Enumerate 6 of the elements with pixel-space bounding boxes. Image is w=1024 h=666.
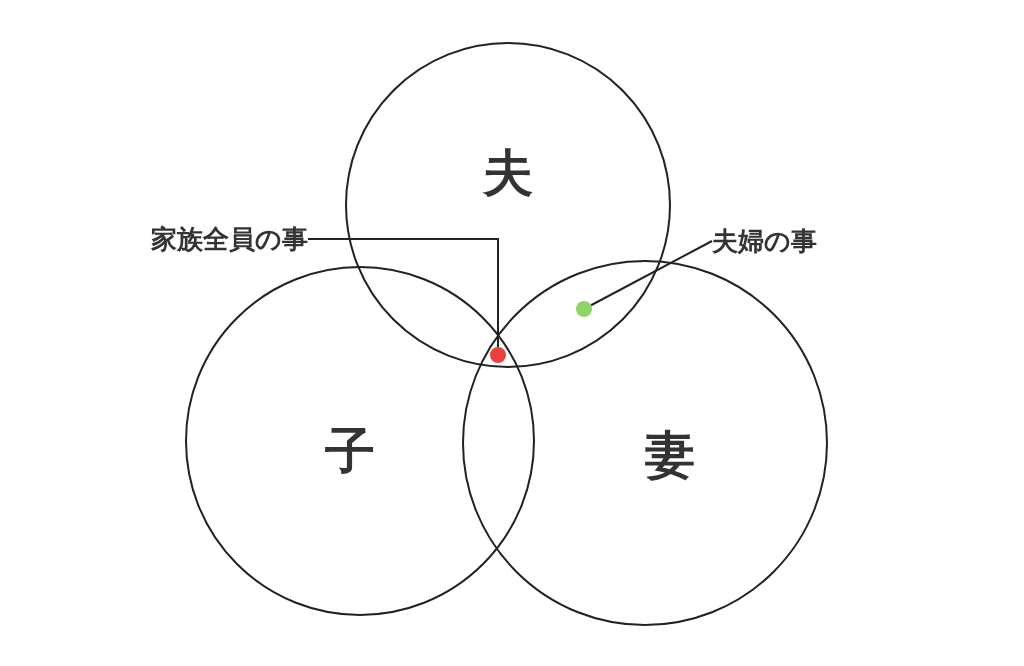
callout-label: 家族全員の事: [96, 220, 308, 258]
leader-line: [590, 240, 713, 307]
circle-label: 夫: [483, 148, 533, 198]
circle-label: 妻: [645, 430, 695, 480]
circle-label: 子: [325, 426, 375, 476]
callout-label: 夫婦の事: [712, 222, 862, 260]
